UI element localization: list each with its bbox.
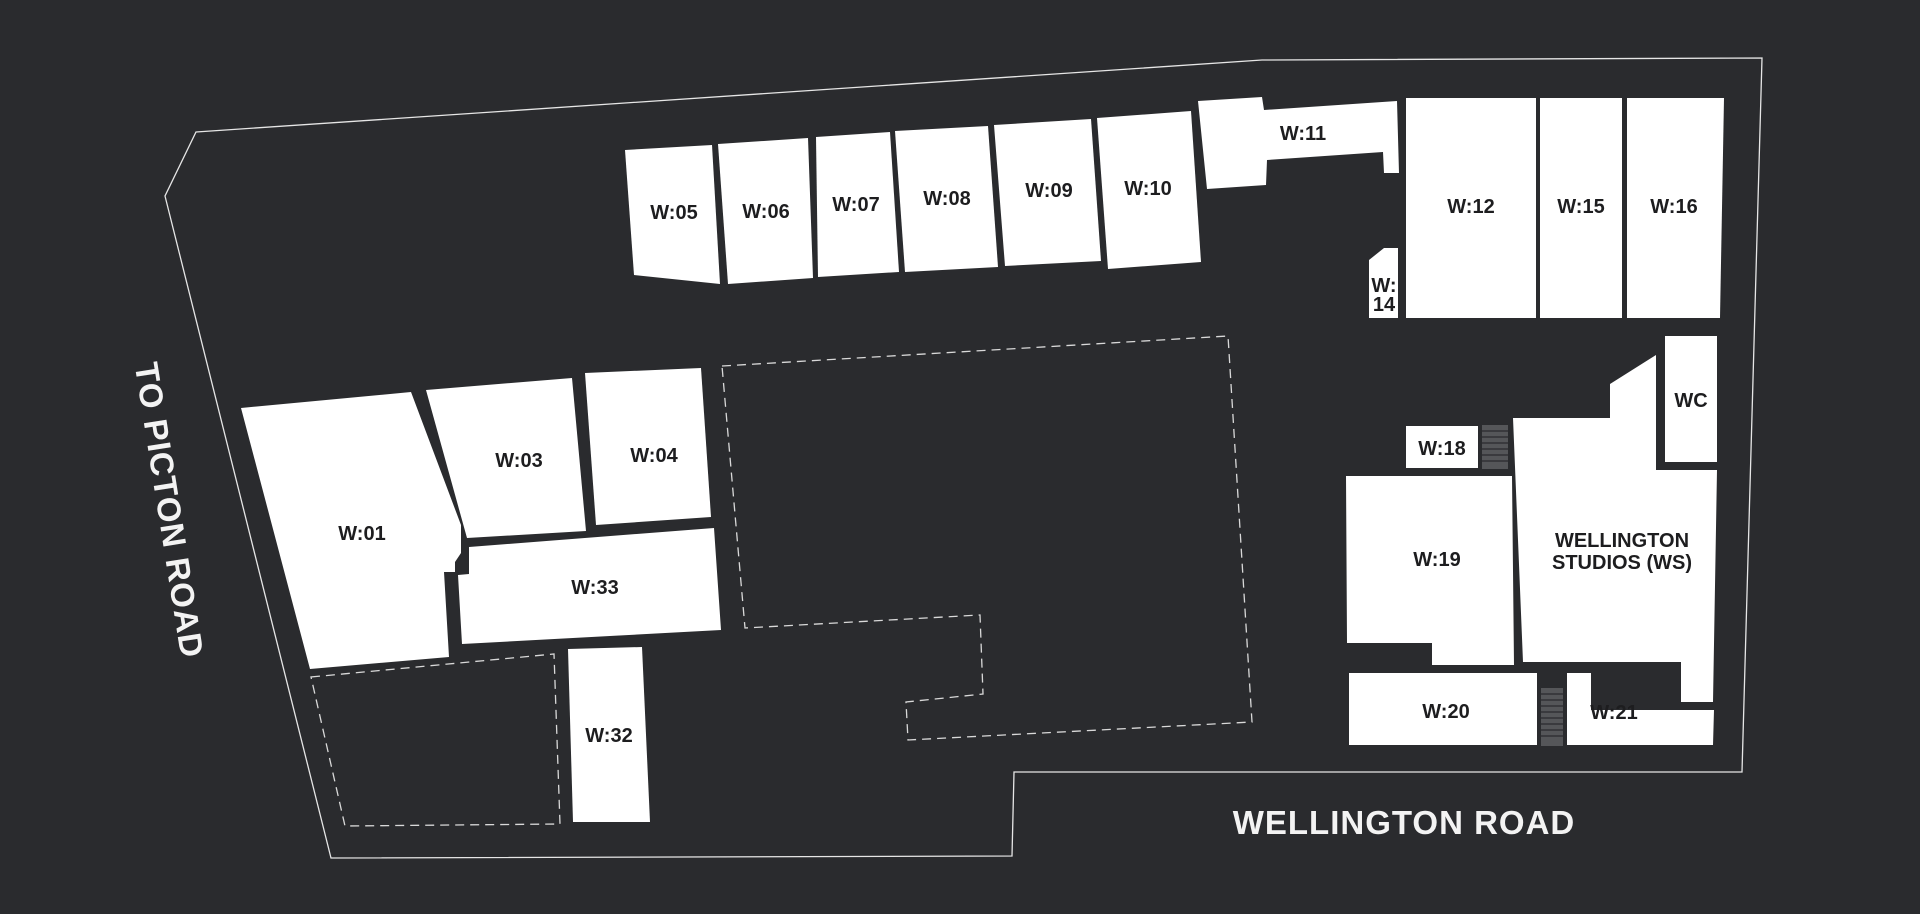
lower-yard-outline <box>310 653 561 827</box>
unit-w32[interactable]: W:32 <box>568 647 650 822</box>
unit-w03-label: W:03 <box>495 450 542 472</box>
unit-w09-label: W:09 <box>1025 180 1072 202</box>
unit-w32-label: W:32 <box>585 725 632 747</box>
unit-w18-label: W:18 <box>1418 438 1465 460</box>
unit-w16[interactable]: W:16 <box>1627 98 1724 318</box>
unit-w12-label: W:12 <box>1447 196 1494 218</box>
unit-w07-label: W:07 <box>832 194 879 216</box>
wellington-road-label: WELLINGTON ROAD <box>1233 804 1576 841</box>
unit-w08-label: W:08 <box>923 188 970 210</box>
unit-w20[interactable]: W:20 <box>1349 673 1537 745</box>
unit-ws-label-1: WELLINGTON <box>1555 530 1689 552</box>
unit-w05-label: W:05 <box>650 202 697 224</box>
stairs-upper <box>1482 425 1508 469</box>
unit-w05[interactable]: W:05 <box>625 145 720 284</box>
unit-w07[interactable]: W:07 <box>816 132 899 277</box>
unit-w03[interactable]: W:03 <box>426 378 586 538</box>
unit-w10[interactable]: W:10 <box>1097 111 1201 269</box>
unit-w09[interactable]: W:09 <box>994 119 1101 266</box>
unit-w04[interactable]: W:04 <box>585 368 711 525</box>
unit-wc-label: WC <box>1674 390 1707 412</box>
unit-w33-label: W:33 <box>571 577 618 599</box>
unit-ws-label-2: STUDIOS (WS) <box>1552 552 1692 574</box>
unit-w14-label-2: 14 <box>1373 294 1396 316</box>
unit-w06[interactable]: W:06 <box>718 138 813 284</box>
site-boundary <box>164 57 1763 859</box>
unit-w12[interactable]: W:12 <box>1406 98 1536 318</box>
unit-w19-label: W:19 <box>1413 549 1460 571</box>
unit-w20-label: W:20 <box>1422 701 1469 723</box>
unit-wc[interactable]: WC <box>1665 336 1717 462</box>
unit-w16-label: W:16 <box>1650 196 1697 218</box>
unit-w04-label: W:04 <box>630 445 678 467</box>
unit-w19[interactable]: W:19 <box>1346 476 1514 665</box>
unit-w14[interactable]: W: 14 <box>1369 248 1398 318</box>
courtyard-outline <box>721 335 1253 741</box>
unit-wellington-studios[interactable]: WELLINGTON STUDIOS (WS) <box>1513 355 1717 702</box>
unit-w21[interactable]: W:21 <box>1567 673 1714 745</box>
unit-w14-label-1: W: <box>1371 275 1396 297</box>
unit-w15-label: W:15 <box>1557 196 1604 218</box>
unit-w10-label: W:10 <box>1124 178 1171 200</box>
unit-w21-label: W:21 <box>1590 702 1637 724</box>
unit-w18[interactable]: W:18 <box>1406 426 1478 468</box>
unit-w06-label: W:06 <box>742 201 789 223</box>
unit-w33[interactable]: W:33 <box>458 528 721 644</box>
unit-w08[interactable]: W:08 <box>895 126 998 272</box>
unit-w11-label: W:11 <box>1280 123 1326 145</box>
unit-w01[interactable]: W:01 <box>241 392 461 669</box>
unit-w01-label: W:01 <box>338 523 385 545</box>
unit-w11[interactable]: W:11 <box>1198 97 1399 189</box>
unit-w15[interactable]: W:15 <box>1540 98 1622 318</box>
stairs-lower <box>1541 688 1563 746</box>
